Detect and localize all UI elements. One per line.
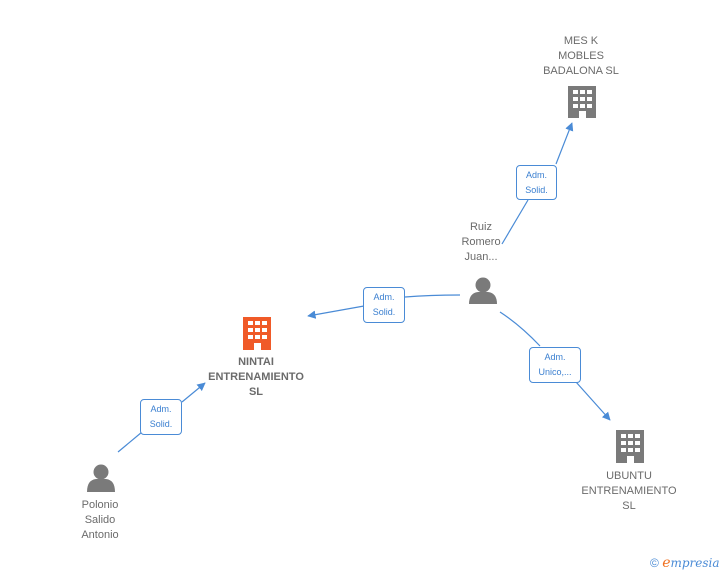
- label-line: NINTAI: [238, 356, 274, 368]
- edge-label-line: Solid.: [525, 185, 548, 195]
- edge-line-ruiz-nintai: [308, 294, 461, 316]
- logo-text: mpresia: [670, 556, 720, 570]
- edge-label-line: Unico,...: [538, 367, 572, 377]
- edge-label-ruiz-ubuntu[interactable]: Adm. Unico,...: [529, 347, 581, 383]
- edge-line-polonio-nintai: [117, 383, 205, 453]
- label-line: SL: [622, 500, 636, 512]
- person-icon[interactable]: [469, 277, 497, 305]
- edge-label-ruiz-nintai[interactable]: Adm. Solid.: [363, 287, 405, 323]
- edge-line-ruiz-mesk: [501, 123, 572, 245]
- person-label-ruiz[interactable]: Ruiz Romero Juan...: [440, 220, 522, 265]
- building-icon[interactable]: [243, 317, 271, 350]
- label-line: Polonio: [81, 499, 119, 511]
- label-line: UBUNTU: [606, 470, 652, 482]
- label-line: MOBLES: [558, 50, 604, 62]
- building-icon[interactable]: [616, 430, 644, 463]
- edge-label-line: Adm.: [373, 292, 395, 302]
- label-line: Romero: [461, 236, 501, 248]
- label-line: MES K: [563, 35, 599, 47]
- label-line: Salido: [84, 514, 116, 526]
- label-line: SL: [248, 386, 264, 398]
- edge-label-line: Adm.: [544, 352, 566, 362]
- label-line: BADALONA SL: [543, 65, 619, 77]
- building-icon[interactable]: [568, 86, 596, 118]
- edge-label-line: Adm.: [150, 404, 172, 414]
- person-icon[interactable]: [87, 464, 115, 493]
- label-line: Ruiz: [469, 221, 492, 233]
- empresia-logo[interactable]: © empresia: [650, 555, 720, 571]
- edge-label-line: Solid.: [149, 419, 173, 429]
- copyright-symbol: ©: [650, 556, 659, 570]
- label-line: ENTRENAMIENTO: [208, 371, 304, 383]
- label-line: Antonio: [81, 529, 119, 541]
- edge-line-ruiz-ubuntu: [499, 311, 610, 420]
- company-label-ubuntu[interactable]: UBUNTU ENTRENAMIENTO SL: [570, 469, 688, 514]
- person-label-polonio[interactable]: Polonio Salido Antonio: [59, 498, 141, 543]
- label-line: Juan...: [464, 251, 498, 263]
- company-label-mes-k[interactable]: MES K MOBLES BADALONA SL: [531, 34, 631, 79]
- label-line: ENTRENAMIENTO: [581, 485, 677, 497]
- edge-label-polonio-nintai[interactable]: Adm. Solid.: [140, 399, 182, 435]
- edge-label-line: Adm.: [525, 170, 547, 180]
- edge-label-line: Solid.: [372, 307, 396, 317]
- logo-e: e: [662, 555, 671, 571]
- edge-label-ruiz-mesk[interactable]: Adm. Solid.: [516, 165, 557, 200]
- company-label-nintai[interactable]: NINTAI ENTRENAMIENTO SL: [196, 355, 316, 400]
